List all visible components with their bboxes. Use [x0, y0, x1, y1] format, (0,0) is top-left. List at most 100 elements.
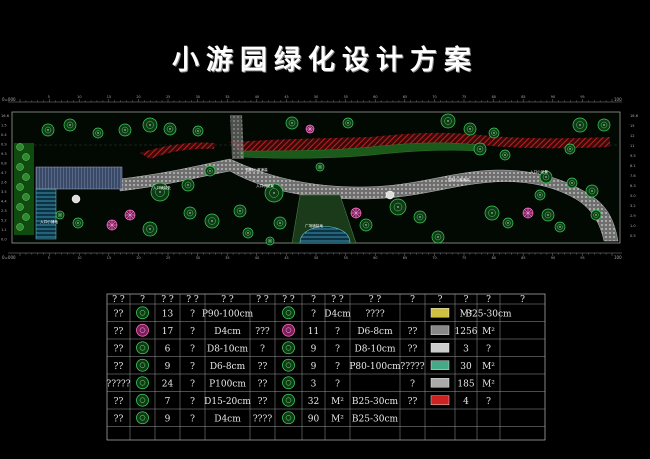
shrub-symbol: [16, 223, 24, 231]
ruler-right-label: 9.5: [630, 154, 636, 158]
ruler-number: 50: [314, 95, 318, 99]
tree-symbol: [192, 125, 204, 137]
ruler-number: 20: [136, 256, 140, 260]
ruler-left-label: 16.6: [1, 114, 10, 118]
tree-symbol: [72, 217, 84, 229]
tree-symbol: [440, 113, 456, 129]
legend-cell: D6-8cm: [210, 362, 246, 372]
ruler-right-label: 7.6: [630, 174, 636, 178]
ruler-start-label: 0=000: [2, 97, 16, 102]
green-ground-cover-icon: [136, 411, 149, 425]
ruler-end-label-bottom: 100: [614, 255, 622, 260]
tree-symbol: [265, 236, 275, 246]
tree-symbol: [502, 217, 514, 229]
legend-text: ? ??? ?? ?? ?? ?? ??? ?? ????????13?P90-…: [106, 295, 525, 424]
ruler-number: 45: [284, 95, 288, 99]
tree-symbol: [92, 127, 104, 139]
tree-symbol: [484, 205, 500, 221]
outline-circle-icon: [282, 306, 295, 320]
legend-cell: ??: [114, 362, 124, 372]
legend-cell: M²: [331, 397, 344, 407]
ruler-number: 90: [551, 95, 555, 99]
legend-frame: [106, 293, 546, 441]
ruler-number: 35: [225, 256, 229, 260]
tree-symbol: [242, 227, 254, 239]
legend-cell: ?: [486, 397, 491, 407]
tree-symbol: [63, 118, 77, 132]
flowering-shrub-icon: [136, 323, 149, 337]
north-path: [230, 115, 244, 159]
grid-paving-icon: [430, 360, 450, 370]
ruler-right-label: 12: [630, 134, 635, 138]
tree-symbol: [473, 142, 487, 156]
shrub-symbol: [22, 213, 30, 221]
hatched-lawn-icon: [430, 308, 450, 318]
legend-cell: ?: [335, 327, 340, 337]
legend-cell: ?: [335, 344, 340, 354]
tree-symbol: [181, 178, 195, 192]
ruler-start-label-bottom: 0=000: [2, 255, 16, 260]
ruler-number: 35: [225, 95, 229, 99]
ruler-left-label: 4.7: [1, 171, 7, 175]
legend-cell: 11: [308, 327, 319, 337]
red-hedge-icon: [282, 411, 295, 425]
ruler-left-label: 1.1: [1, 228, 7, 232]
ruler-number: 85: [521, 256, 525, 260]
tree-symbol: [118, 123, 132, 137]
legend-cell: M²: [460, 309, 473, 319]
ruler-number: 75: [462, 95, 466, 99]
legend-cell: ?: [486, 344, 491, 354]
pine-tree-icon: [136, 306, 149, 320]
legend-header-cell: ?: [464, 295, 469, 305]
legend-cell: M²: [331, 414, 344, 424]
ruler-right-label: 1.0: [630, 224, 636, 228]
ruler-right-label: 3.2: [630, 204, 636, 208]
tree-symbol: [142, 221, 158, 237]
left-ruler: 16.61.50.40.99.30.84.72.63.54.42.35.21.1…: [1, 114, 10, 242]
red-hedge: [230, 132, 610, 151]
legend-cell: 9: [165, 414, 171, 424]
plan-label-1: 园林小道铺装: [246, 167, 268, 172]
flower-symbol: [522, 207, 534, 219]
shrub-symbol: [16, 143, 24, 151]
ruler-number: 70: [432, 256, 436, 260]
legend-header-cell: ? ?: [331, 295, 344, 305]
tree-symbol: [41, 123, 55, 137]
plan-label-4: 入口小品景: [530, 169, 548, 174]
legend-cell: ?: [335, 379, 340, 389]
ruler-number: 90: [551, 256, 555, 260]
legend-header-cell: ?: [311, 295, 316, 305]
tree-symbol: [150, 182, 170, 202]
legend-cell: ?: [190, 327, 195, 337]
tree-symbol: [204, 213, 220, 229]
ruler-number: 55: [344, 256, 348, 260]
legend-header-cell: ?: [520, 295, 525, 305]
tree-symbol: [534, 189, 546, 201]
tree-symbol: [566, 177, 578, 189]
legend-header-cell: ? ?: [369, 295, 382, 305]
top-ruler: 0=000 100: [2, 97, 622, 103]
plan-label-3: 园林小道铺装: [448, 177, 470, 182]
legend-cell: ?????: [106, 379, 130, 389]
ruler-number: 65: [403, 95, 407, 99]
ruler-number: 80: [492, 95, 496, 99]
legend-header-cell: ?: [486, 295, 491, 305]
shrub-symbol: [16, 183, 24, 191]
legend-header-cell: ?: [410, 295, 415, 305]
ruler-number: 70: [432, 95, 436, 99]
ruler-number: 80: [492, 256, 496, 260]
ruler-right-label: 8.1: [630, 164, 636, 168]
shrub-symbol: [22, 193, 30, 201]
legend-header-cell: ? ?: [112, 295, 125, 305]
legend-cell: ??: [408, 397, 418, 407]
plant-symbols: [16, 113, 611, 246]
ruler-number: 65: [403, 256, 407, 260]
tree-symbol: [385, 190, 395, 200]
legend-cell: 17: [162, 327, 174, 337]
tree-symbol: [389, 198, 407, 216]
flower-symbol: [350, 207, 362, 219]
legend-cell: ?: [190, 414, 195, 424]
tree-symbol: [264, 183, 284, 203]
legend-cell: B25-30cm: [465, 309, 512, 319]
shrub-symbol: [16, 163, 24, 171]
